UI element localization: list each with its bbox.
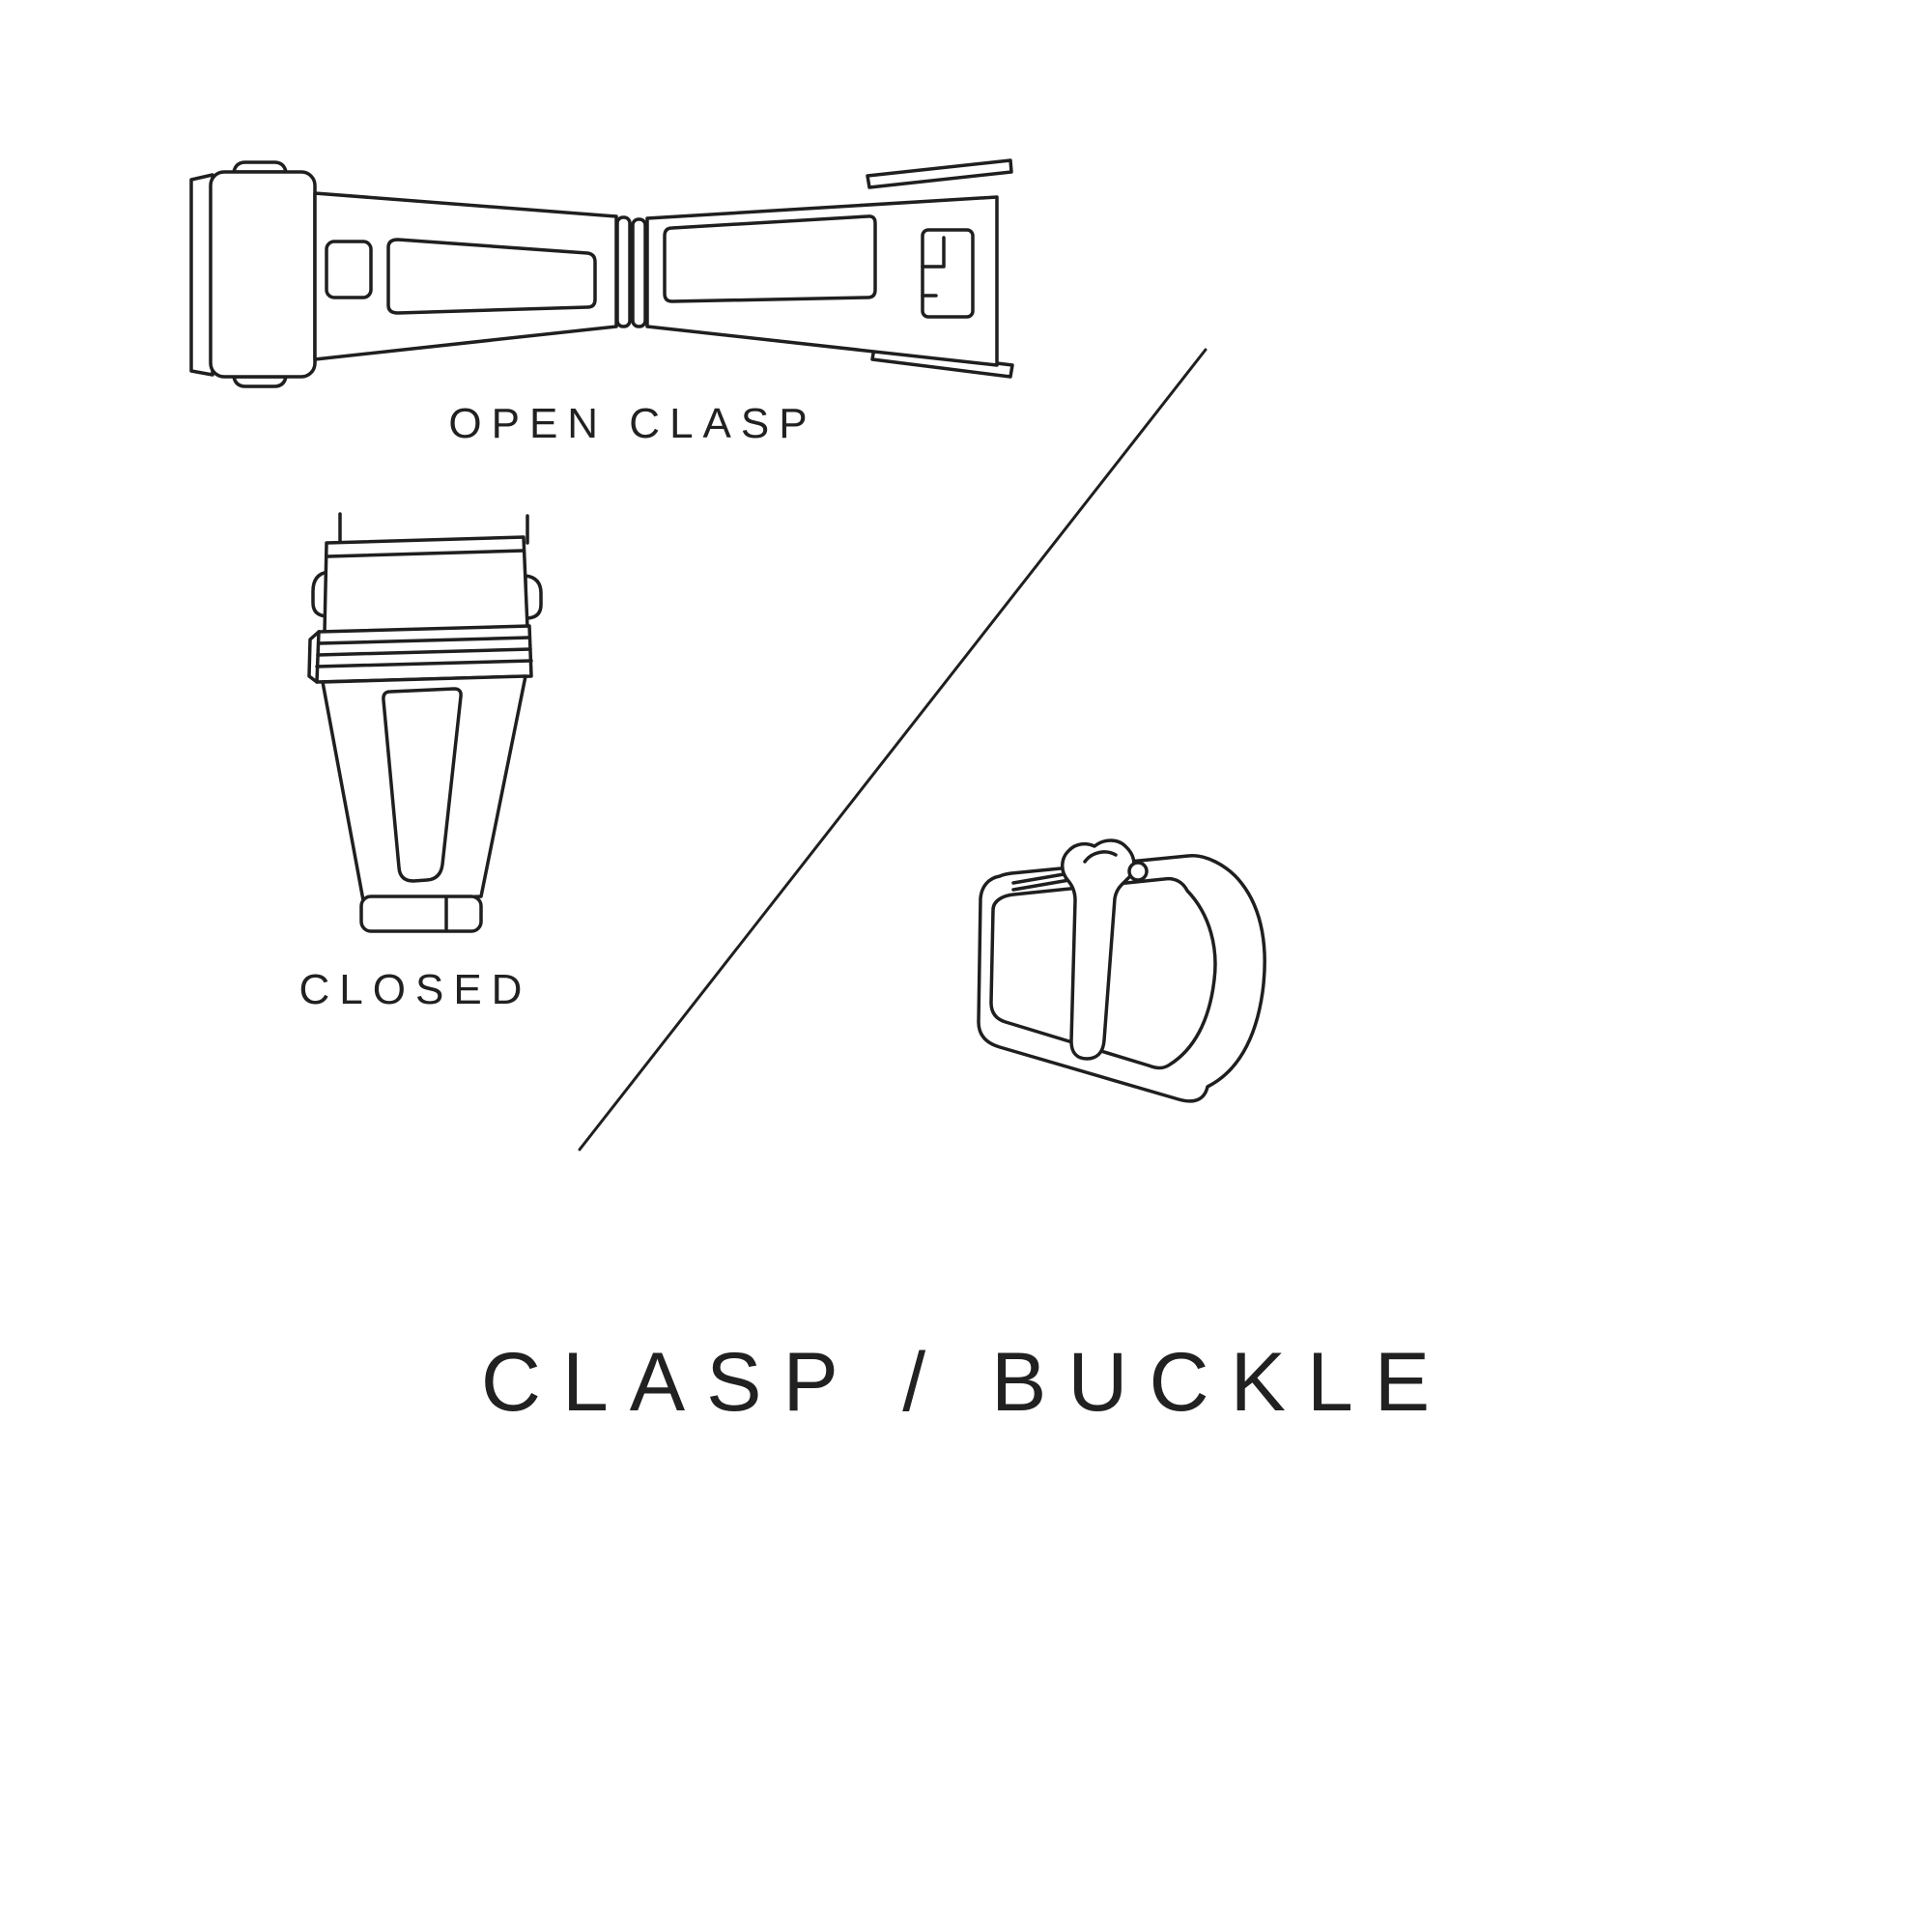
open-clasp-illustration	[189, 158, 1014, 388]
closed-clasp-illustration	[307, 512, 543, 933]
buckle-illustration	[977, 838, 1266, 1103]
closed-clasp-label: CLOSED	[298, 966, 532, 1013]
open-clasp-label: OPEN CLASP	[448, 400, 817, 447]
page-title: CLASP / BUCKLE	[480, 1336, 1452, 1429]
